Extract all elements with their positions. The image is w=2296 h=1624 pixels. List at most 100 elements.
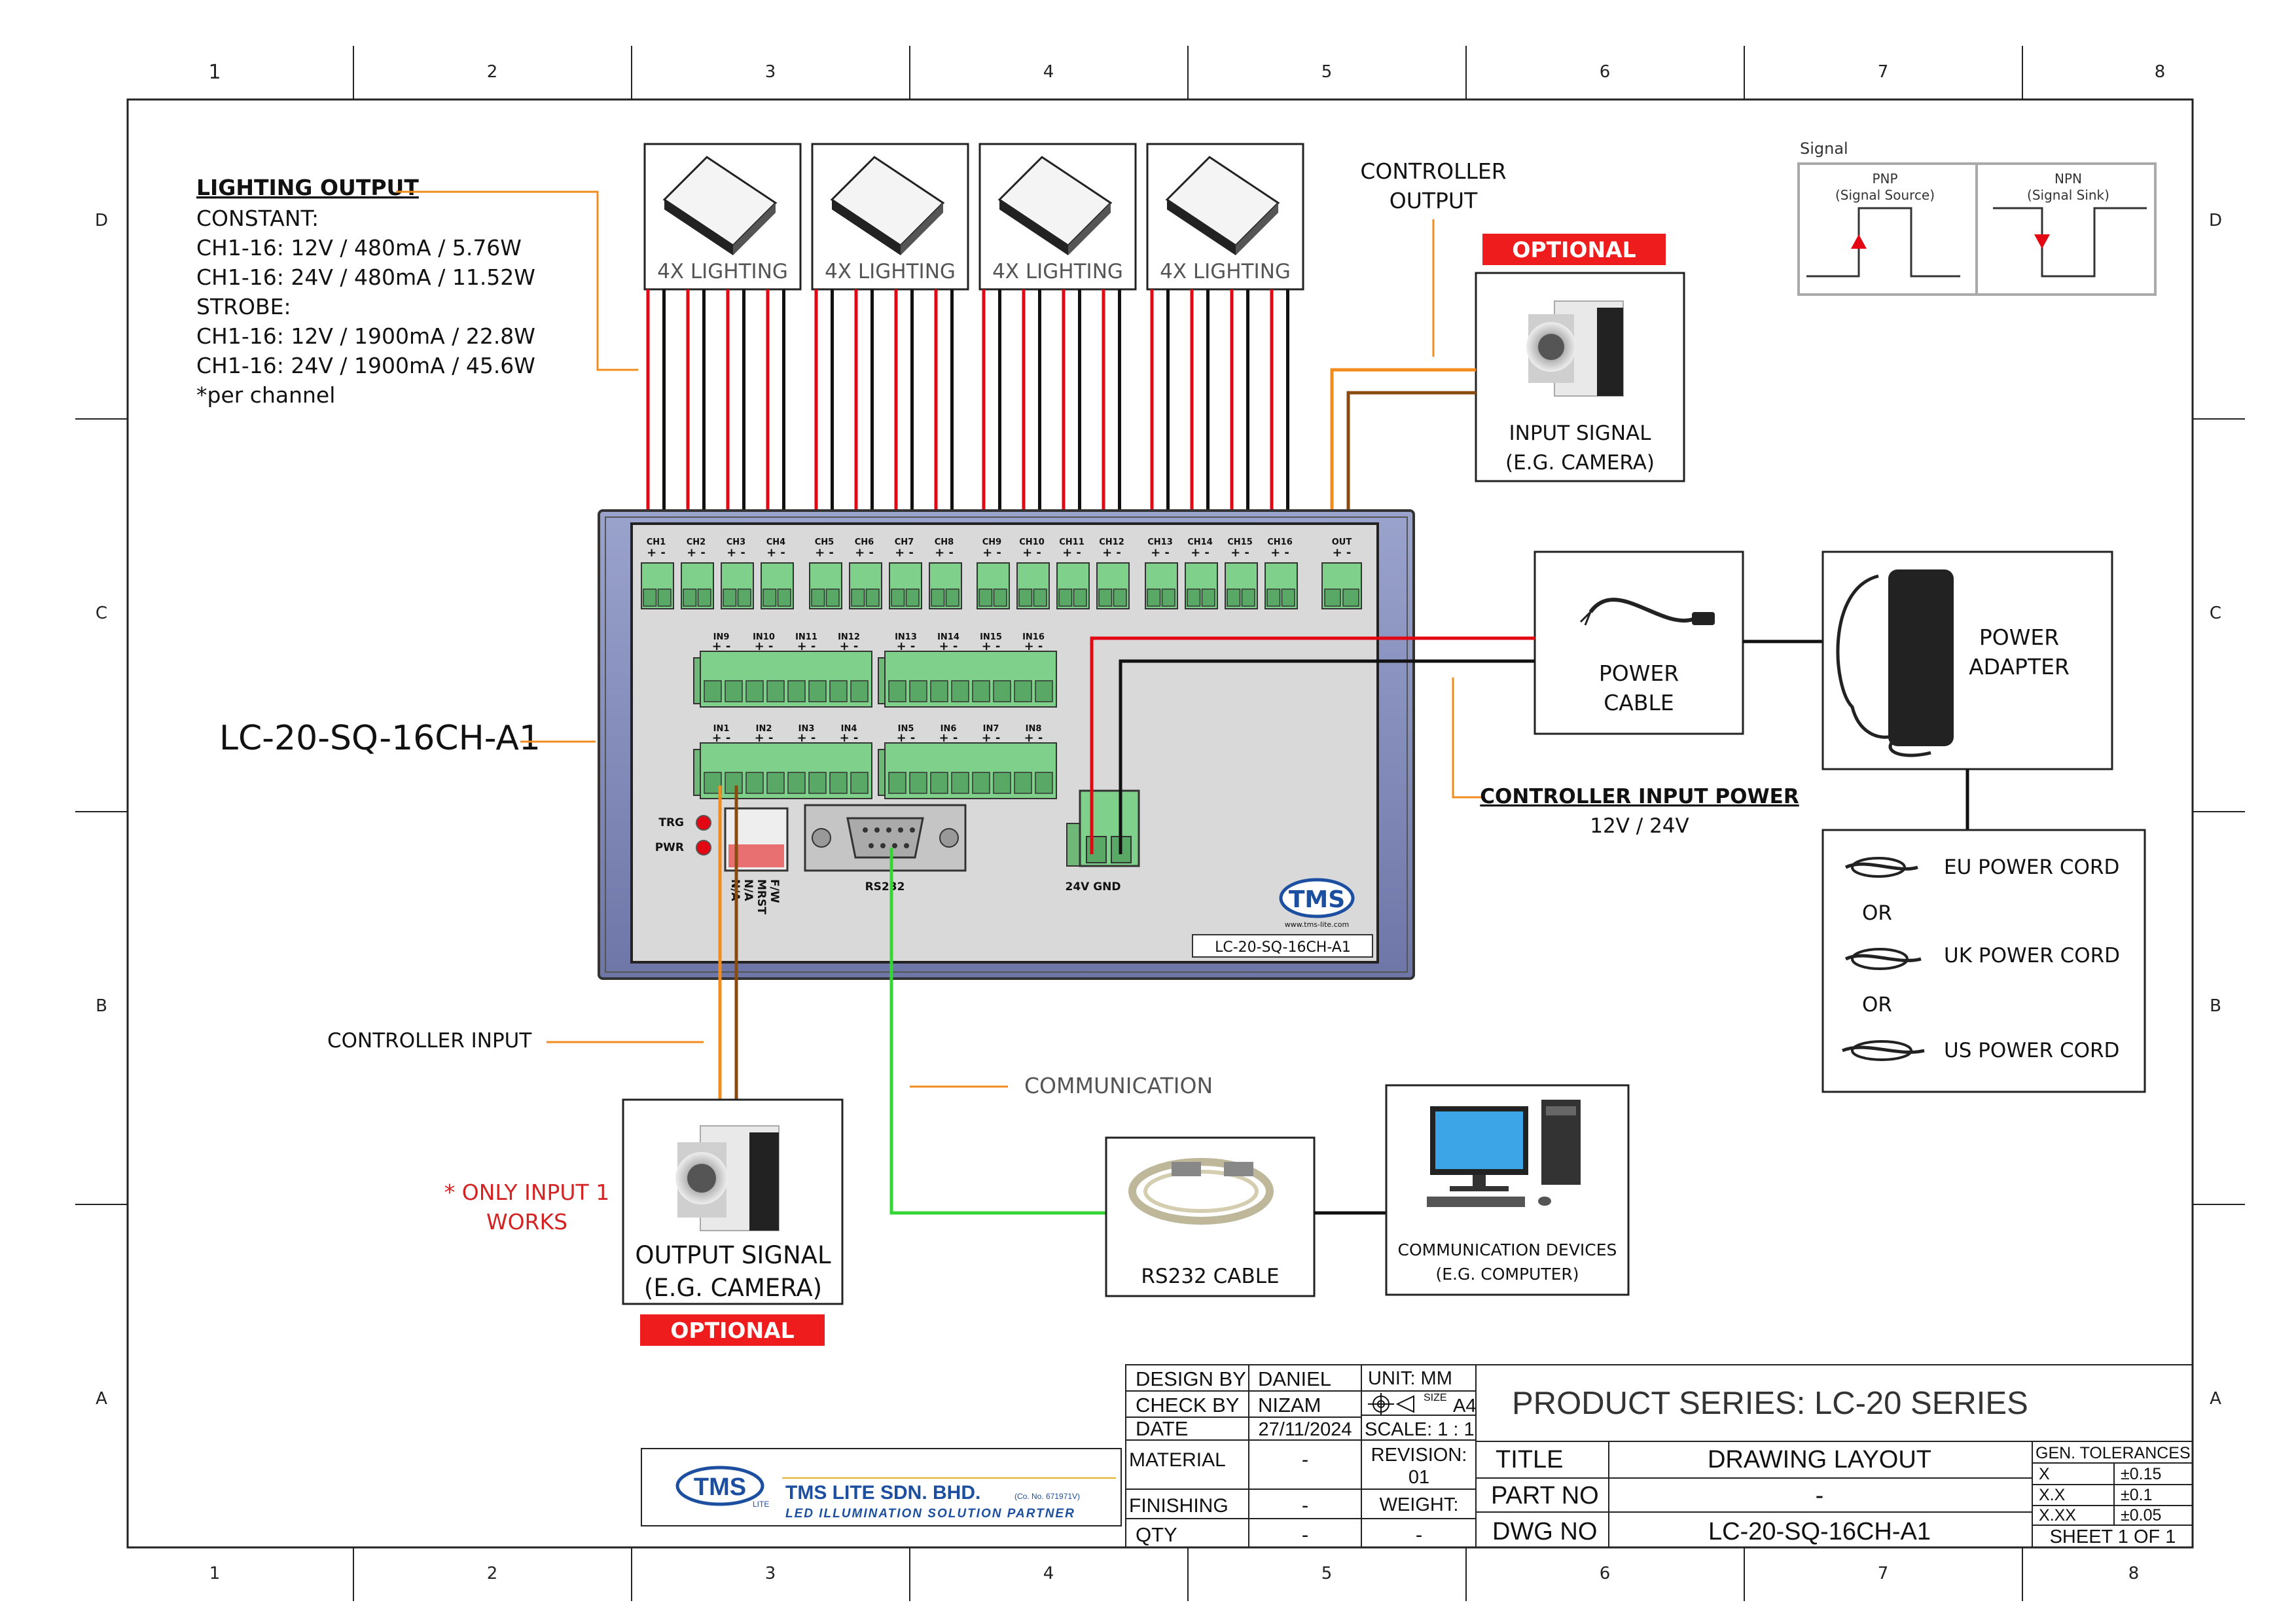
channel-terminal[interactable] bbox=[1056, 562, 1090, 609]
channel-terminal[interactable] bbox=[761, 562, 794, 609]
tms-logo: TMS www.tms-lite.com bbox=[1279, 878, 1355, 929]
design-by-label: DESIGN BY bbox=[1136, 1367, 1246, 1390]
check-by-value: NIZAM bbox=[1258, 1394, 1321, 1416]
lighting-output-notes: LIGHTING OUTPUT CONSTANT: CH1-16: 12V / … bbox=[196, 175, 535, 408]
size-label: SIZE bbox=[1424, 1392, 1447, 1403]
input-terminal-block[interactable] bbox=[878, 742, 1057, 799]
polarity-label: + - bbox=[797, 731, 816, 745]
col-label: 8 bbox=[2155, 62, 2166, 82]
dwg-no-label: DWG NO bbox=[1492, 1518, 1597, 1545]
col-label: 3 bbox=[765, 1564, 776, 1583]
power-cord-icon bbox=[1842, 1040, 1925, 1061]
optional-badge-bottom: OPTIONAL bbox=[640, 1314, 825, 1346]
channel-label: CH5 bbox=[815, 537, 834, 547]
out-terminal[interactable] bbox=[1321, 562, 1362, 609]
lighting-unit: 4X LIGHTING bbox=[978, 143, 1137, 291]
company-logo: TMS LITE bbox=[675, 1466, 769, 1509]
rs232-port[interactable]: RS232 bbox=[804, 804, 967, 893]
channel-label: CH15 bbox=[1227, 537, 1253, 547]
part-no-label: PART NO bbox=[1491, 1482, 1599, 1509]
power-terminal[interactable]: 24V GND bbox=[1065, 789, 1140, 893]
channel-terminal[interactable] bbox=[809, 562, 842, 609]
logo-sub-text: LITE bbox=[753, 1500, 769, 1509]
power-adapter-icon bbox=[1836, 569, 1954, 757]
polarity-label: + - bbox=[1022, 546, 1041, 560]
col-label: 3 bbox=[765, 62, 776, 82]
input-signal-wire-brown bbox=[1346, 391, 1476, 563]
col-label: 5 bbox=[1321, 62, 1333, 82]
channel-terminal[interactable] bbox=[641, 562, 674, 609]
rs232-cable-label: RS232 CABLE bbox=[1141, 1265, 1279, 1288]
input-label: IN8 bbox=[1026, 724, 1042, 734]
input-label: IN6 bbox=[941, 724, 957, 734]
channel-terminal[interactable] bbox=[681, 562, 714, 609]
channel-terminal[interactable] bbox=[849, 562, 882, 609]
channel-terminal[interactable] bbox=[1225, 562, 1258, 609]
polarity-label: + - bbox=[797, 640, 816, 653]
power-cable-line: POWER bbox=[1599, 660, 1679, 686]
dip-switch[interactable]: N/A N/A MRST F/W bbox=[724, 807, 789, 914]
input-terminal-block[interactable] bbox=[693, 651, 872, 708]
eu-cord-label: EU POWER CORD bbox=[1944, 856, 2119, 879]
input-label: IN15 bbox=[980, 632, 1002, 642]
channel-label: CH3 bbox=[726, 537, 745, 547]
power-adapter-box: POWER ADAPTER bbox=[1821, 550, 2113, 770]
channel-terminal[interactable] bbox=[1265, 562, 1298, 609]
rs232-cable-box: RS232 CABLE bbox=[1105, 1136, 1316, 1297]
trg-led bbox=[696, 815, 711, 831]
input-label: IN10 bbox=[753, 632, 775, 642]
polarity-label: + - bbox=[897, 640, 916, 653]
channel-label: CH4 bbox=[766, 537, 785, 547]
output-signal-line: (E.G. CAMERA) bbox=[644, 1274, 822, 1302]
lighting-output-title: LIGHTING OUTPUT bbox=[196, 175, 419, 200]
lighting-unit: 4X LIGHTING bbox=[643, 143, 802, 291]
controller-output-line: CONTROLLER bbox=[1360, 158, 1506, 184]
col-label: 4 bbox=[1043, 1564, 1054, 1583]
input-label: IN3 bbox=[798, 724, 815, 734]
row-label: B bbox=[96, 996, 107, 1016]
material-label: MATERIAL bbox=[1129, 1449, 1226, 1471]
channel-terminal[interactable] bbox=[1145, 562, 1178, 609]
or-label: OR bbox=[1862, 901, 1892, 925]
status-leds: TRG PWR bbox=[655, 815, 711, 856]
row-label: C bbox=[2210, 604, 2221, 623]
polarity-label: + - bbox=[712, 640, 731, 653]
polarity-label: + - bbox=[840, 731, 859, 745]
input-label: IN1 bbox=[713, 724, 730, 734]
channel-terminal[interactable] bbox=[977, 562, 1010, 609]
channel-label: CH9 bbox=[982, 537, 1001, 547]
company-tagline: LED ILLUMINATION SOLUTION PARTNER bbox=[785, 1507, 1075, 1521]
channel-terminal[interactable] bbox=[929, 562, 962, 609]
scale-value: SCALE: 1 : 1 bbox=[1365, 1419, 1475, 1440]
comm-devices-line: COMMUNICATION DEVICES bbox=[1398, 1240, 1617, 1259]
input-label: IN5 bbox=[898, 724, 914, 734]
channel-terminal[interactable] bbox=[1016, 562, 1050, 609]
polarity-label: + - bbox=[766, 546, 785, 560]
size-value: A4 bbox=[1453, 1396, 1476, 1416]
input-signal-wire-orange bbox=[1330, 368, 1476, 563]
channel-terminal[interactable] bbox=[721, 562, 754, 609]
power-cable-box: POWER CABLE bbox=[1534, 550, 1744, 735]
input-label: IN9 bbox=[713, 632, 730, 642]
channel-terminal[interactable] bbox=[889, 562, 922, 609]
polarity-label: + - bbox=[726, 546, 745, 560]
polarity-label: + - bbox=[1333, 546, 1352, 560]
channel-terminal[interactable] bbox=[1096, 562, 1130, 609]
input-signal-box: INPUT SIGNAL (E.G. CAMERA) bbox=[1475, 272, 1685, 482]
channel-terminal[interactable] bbox=[1185, 562, 1218, 609]
power-adapter-line: POWER bbox=[1979, 624, 2059, 650]
polarity-label: + - bbox=[855, 546, 874, 560]
col-label: 2 bbox=[487, 62, 498, 82]
title-block: TMS LITE TMS LITE SDN. BHD. (Co. No. 671… bbox=[641, 1364, 2193, 1548]
tolerance-key: X.X bbox=[2039, 1486, 2066, 1504]
lighting-label: 4X LIGHTING bbox=[657, 260, 788, 283]
input-label: IN2 bbox=[756, 724, 772, 734]
grid-labels: 1 2 3 4 5 6 7 8 1 2 3 4 5 6 7 8 D C B A … bbox=[95, 61, 2222, 1583]
switch-label: F/W bbox=[768, 879, 781, 903]
channel-label: CH10 bbox=[1019, 537, 1045, 547]
input-terminal-block[interactable] bbox=[878, 651, 1057, 708]
polarity-label: + - bbox=[1062, 546, 1081, 560]
logo-text: TMS bbox=[694, 1473, 746, 1501]
col-label: 1 bbox=[209, 1564, 221, 1583]
